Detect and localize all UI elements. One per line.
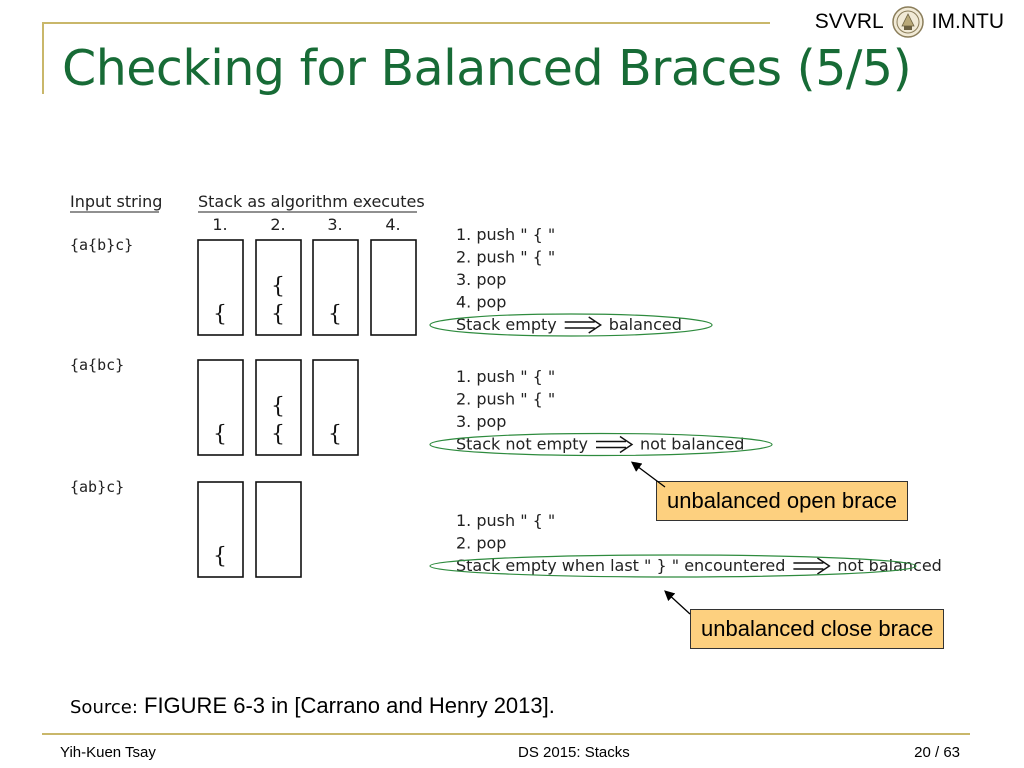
footer-author: Yih-Kuen Tsay: [60, 744, 156, 761]
stack-brace: {: [271, 394, 285, 419]
stack-box: [197, 359, 244, 456]
implies-arrow: [596, 435, 634, 454]
algorithm-step: 2. pop: [456, 534, 506, 553]
input-string-header: Input string: [70, 192, 162, 211]
stack-box: [197, 481, 244, 578]
stack-brace: {: [213, 302, 227, 327]
example-group: {a{b}c} { { { {1. push " { " 2. push " { " 3. …: [70, 225, 713, 337]
stack-box: [255, 359, 302, 456]
source-text: FIGURE 6-3 in [Carrano and Henry 2013].: [137, 693, 555, 718]
input-string: {a{bc}: [70, 356, 124, 374]
stack-box: [370, 239, 417, 336]
result-condition: Stack empty when last " } " encountered: [456, 556, 785, 575]
lab-name: SVVRL: [814, 10, 884, 33]
algorithm-step: 1. push " { ": [456, 367, 555, 386]
slide-title: Checking for Balanced Braces (5/5): [62, 40, 912, 97]
step-label: 1.: [212, 215, 227, 234]
stack-brace: {: [328, 302, 342, 327]
step-label: 2.: [270, 215, 285, 234]
footer-course: DS 2015: Stacks: [518, 744, 630, 761]
result-verdict: not balanced: [837, 556, 941, 575]
callout-unbalanced-open: unbalanced open brace: [656, 481, 908, 521]
step-label: 3.: [327, 215, 342, 234]
source-label: Source:: [70, 697, 138, 718]
implies-arrow: [793, 557, 831, 575]
university-seal-icon: [891, 6, 924, 38]
stack-brace: {: [271, 302, 285, 327]
stack-brace: {: [328, 422, 342, 447]
footer-line: [42, 733, 970, 735]
implies-arrow: [564, 316, 602, 334]
org-name: IM.NTU: [931, 10, 1004, 33]
balanced-braces-figure: Input string Stack as algorithm executes…: [70, 192, 942, 578]
step-label: 4.: [385, 215, 400, 234]
callout-unbalanced-close: unbalanced close brace: [690, 609, 945, 649]
algorithm-step: 2. push " { ": [456, 390, 555, 409]
header-brand: SVVRL IM.NTU: [815, 6, 1004, 38]
stack-box: [255, 481, 302, 578]
result-condition: Stack not empty: [456, 435, 588, 454]
result-highlight-ellipse: [429, 313, 713, 337]
frame-line-left: [42, 22, 44, 94]
source-line: Source: FIGURE 6-3 in [Carrano and Henry…: [70, 693, 555, 719]
stack-brace: {: [213, 422, 227, 447]
result-condition: Stack empty: [456, 315, 557, 334]
stack-box: [197, 239, 244, 336]
stack-header: Stack as algorithm executes: [198, 192, 425, 211]
algorithm-step: 2. push " { ": [456, 248, 555, 267]
stack-box: [312, 239, 359, 336]
frame-line-top: [42, 22, 770, 24]
page-current: 20: [914, 744, 931, 761]
result-highlight-ellipse: [429, 432, 773, 457]
stack-box: [255, 239, 302, 336]
stack-brace: {: [271, 274, 285, 299]
footer-page-number: 20 / 63: [914, 744, 960, 761]
result-highlight-ellipse: [429, 554, 917, 578]
algorithm-step: 1. push " { ": [456, 511, 555, 530]
stack-brace: {: [213, 544, 227, 569]
algorithm-step: 3. pop: [456, 412, 506, 431]
example-group: {a{bc} { { { {1. push " { " 2. push " { " 3. p…: [70, 356, 773, 457]
stack-brace: {: [271, 422, 285, 447]
input-string: {ab}c}: [70, 478, 124, 496]
stack-box: [312, 359, 359, 456]
result-verdict: not balanced: [640, 435, 744, 454]
result-verdict: balanced: [609, 315, 682, 334]
algorithm-step: 3. pop: [456, 270, 506, 289]
page-total: / 63: [930, 744, 960, 761]
algorithm-step: 4. pop: [456, 293, 506, 312]
algorithm-step: 1. push " { ": [456, 225, 555, 244]
input-string: {a{b}c}: [70, 236, 133, 254]
